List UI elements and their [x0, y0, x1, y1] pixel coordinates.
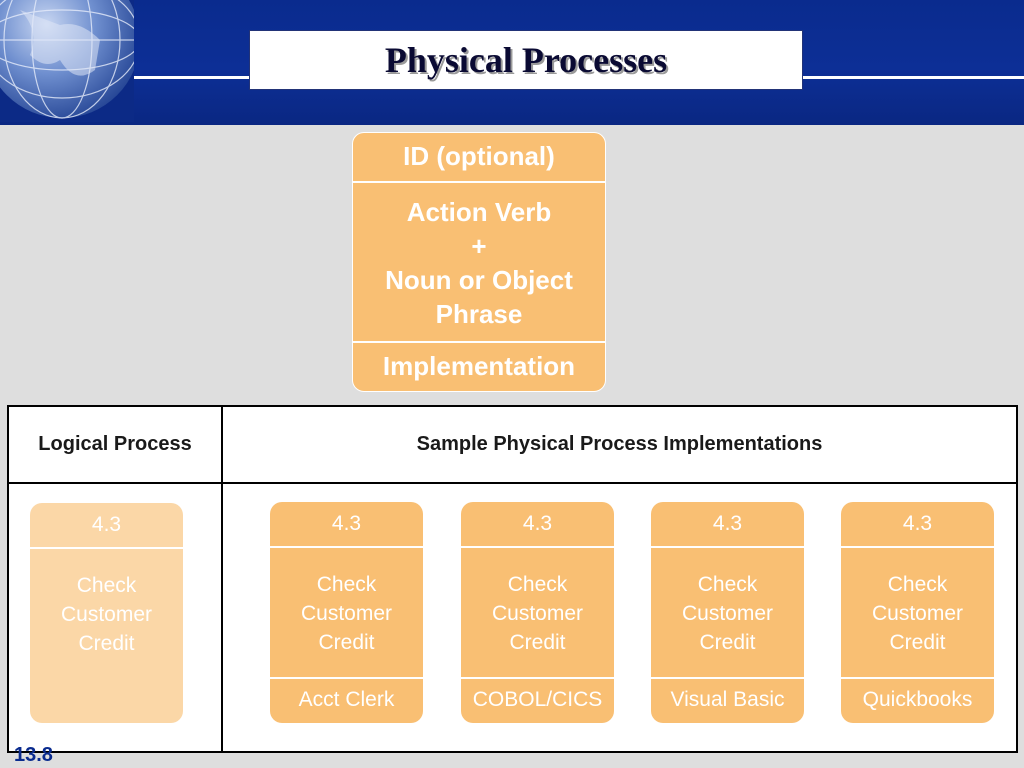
slide-number: 13.8 — [14, 744, 53, 766]
physical-process-header: Sample Physical Process Implementations — [416, 433, 823, 455]
page-title: Physical Processes — [384, 40, 668, 80]
physical-process-card-quickbooks: 4.3 Check Customer Credit Quickbooks — [841, 502, 994, 723]
logical-process-header: Logical Process — [38, 433, 192, 455]
card-id: 4.3 — [651, 502, 804, 548]
header-rule-right — [803, 76, 1024, 79]
card-name: Check Customer Credit — [30, 549, 183, 658]
card-implementation: Quickbooks — [841, 677, 994, 723]
card-id: 4.3 — [841, 502, 994, 548]
action-verb-label: Action Verb — [406, 197, 552, 227]
card-name-line: Check — [76, 574, 137, 597]
process-name-section: Action Verb + Noun or Object Phrase — [353, 183, 605, 343]
noun-phrase-line1: Noun or Object — [385, 265, 573, 295]
card-name: Check Customer Credit — [841, 548, 994, 657]
card-implementation: Visual Basic — [651, 677, 804, 723]
table-column-divider — [221, 407, 223, 751]
plus-label: + — [471, 231, 487, 261]
card-id: 4.3 — [270, 502, 423, 548]
slide-header: Physical Processes — [0, 0, 1024, 125]
noun-phrase-line2: Phrase — [435, 299, 523, 329]
card-name-line: Customer — [871, 602, 964, 625]
process-symbol: ID (optional) Action Verb + Noun or Obje… — [352, 132, 606, 392]
card-name-line: Check — [507, 573, 568, 596]
card-name-line: Customer — [300, 602, 393, 625]
card-id: 4.3 — [30, 503, 183, 549]
card-implementation: Acct Clerk — [270, 677, 423, 723]
process-id-section: ID (optional) — [353, 133, 605, 183]
card-name-line: Customer — [60, 603, 153, 626]
card-name-line: Check — [316, 573, 377, 596]
card-name-line: Check — [697, 573, 758, 596]
card-id: 4.3 — [461, 502, 614, 548]
card-name-line: Credit — [889, 631, 946, 654]
card-name-line: Credit — [509, 631, 566, 654]
card-name-line: Credit — [699, 631, 756, 654]
card-name-line: Check — [887, 573, 948, 596]
physical-process-card-visual-basic: 4.3 Check Customer Credit Visual Basic — [651, 502, 804, 723]
title-box: Physical Processes — [249, 30, 803, 90]
physical-process-card-acct-clerk: 4.3 Check Customer Credit Acct Clerk — [270, 502, 423, 723]
header-rule-left — [134, 76, 249, 79]
card-name-line: Credit — [318, 631, 375, 654]
process-table: Logical Process Sample Physical Process … — [7, 405, 1018, 753]
globe-icon — [0, 0, 134, 122]
physical-process-card-cobol-cics: 4.3 Check Customer Credit COBOL/CICS — [461, 502, 614, 723]
card-name-line: Customer — [491, 602, 584, 625]
card-name: Check Customer Credit — [461, 548, 614, 657]
card-name-line: Customer — [681, 602, 774, 625]
table-header-divider — [9, 482, 1016, 484]
card-name-line: Credit — [78, 632, 135, 655]
card-name: Check Customer Credit — [270, 548, 423, 657]
logical-process-card: 4.3 Check Customer Credit — [30, 503, 183, 723]
process-implementation-section: Implementation — [382, 351, 576, 381]
card-name: Check Customer Credit — [651, 548, 804, 657]
card-implementation: COBOL/CICS — [461, 677, 614, 723]
